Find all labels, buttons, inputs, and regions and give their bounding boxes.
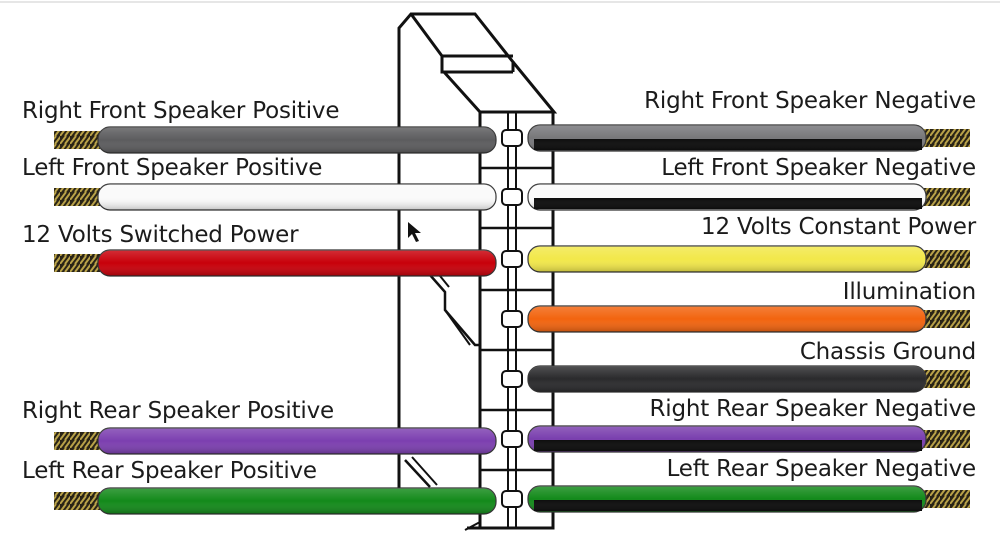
wire-left-front-speaker-negative	[527, 183, 970, 211]
wire-shading	[528, 426, 926, 452]
label-left-front-speaker-positive: Left Front Speaker Positive	[22, 155, 323, 181]
wire-12-volts-constant-power	[527, 245, 970, 273]
wire-shading	[528, 486, 926, 512]
stripped-wire-tip	[54, 492, 100, 510]
connector-pins	[480, 129, 553, 508]
wire-shading	[528, 306, 926, 332]
stripped-wire-tip	[924, 490, 970, 508]
pin-socket	[501, 430, 523, 448]
label-illumination: Illumination	[842, 279, 976, 305]
label-chassis-ground: Chassis Ground	[799, 339, 976, 365]
pin-socket	[501, 370, 523, 388]
wire-left-rear-speaker-positive	[54, 487, 497, 515]
wire-right-rear-speaker-positive	[54, 427, 497, 455]
wire-12-volts-switched-power	[54, 249, 497, 277]
wire-illumination	[527, 305, 970, 333]
pin-socket	[501, 188, 523, 206]
label-left-rear-speaker-negative: Left Rear Speaker Negative	[666, 456, 977, 482]
stripped-wire-tip	[924, 188, 970, 206]
wire-shading	[98, 184, 496, 210]
wire-shading	[98, 127, 496, 153]
stripped-wire-tip	[924, 430, 970, 448]
pin-socket	[501, 129, 523, 147]
label-12-volts-switched-power: 12 Volts Switched Power	[22, 222, 299, 248]
wire-shading	[98, 488, 496, 514]
stripped-wire-tip	[924, 310, 970, 328]
pin-socket	[501, 490, 523, 508]
wire-right-front-speaker-negative	[527, 124, 970, 152]
label-left-front-speaker-negative: Left Front Speaker Negative	[661, 155, 976, 181]
stripped-wire-tip	[54, 254, 100, 272]
wire-shading	[528, 184, 926, 210]
arrow-pointer-icon	[408, 222, 421, 242]
top-border	[0, 1, 1000, 3]
stripped-wire-tip	[924, 129, 970, 147]
label-right-front-speaker-positive: Right Front Speaker Positive	[22, 98, 340, 124]
wire-shading	[528, 366, 926, 392]
wire-left-rear-speaker-negative	[527, 485, 970, 513]
label-12-volts-constant-power: 12 Volts Constant Power	[701, 214, 976, 240]
label-right-front-speaker-negative: Right Front Speaker Negative	[644, 88, 976, 114]
stripped-wire-tip	[54, 131, 100, 149]
pin-socket	[501, 310, 523, 328]
label-left-rear-speaker-positive: Left Rear Speaker Positive	[22, 458, 317, 484]
stripped-wire-tip	[924, 370, 970, 388]
label-right-rear-speaker-positive: Right Rear Speaker Positive	[22, 398, 334, 424]
stripped-wire-tip	[54, 188, 100, 206]
wire-right-rear-speaker-negative	[527, 425, 970, 453]
wire-shading	[98, 250, 496, 276]
stripped-wire-tip	[54, 432, 100, 450]
pin-socket	[501, 250, 523, 268]
label-right-rear-speaker-negative: Right Rear Speaker Negative	[649, 396, 976, 422]
wire-right-front-speaker-positive	[54, 126, 497, 154]
wire-left-front-speaker-positive	[54, 183, 497, 211]
stripped-wire-tip	[924, 250, 970, 268]
wire-shading	[98, 428, 496, 454]
wire-chassis-ground	[527, 365, 970, 393]
wire-shading	[528, 246, 926, 272]
wire-shading	[528, 125, 926, 151]
